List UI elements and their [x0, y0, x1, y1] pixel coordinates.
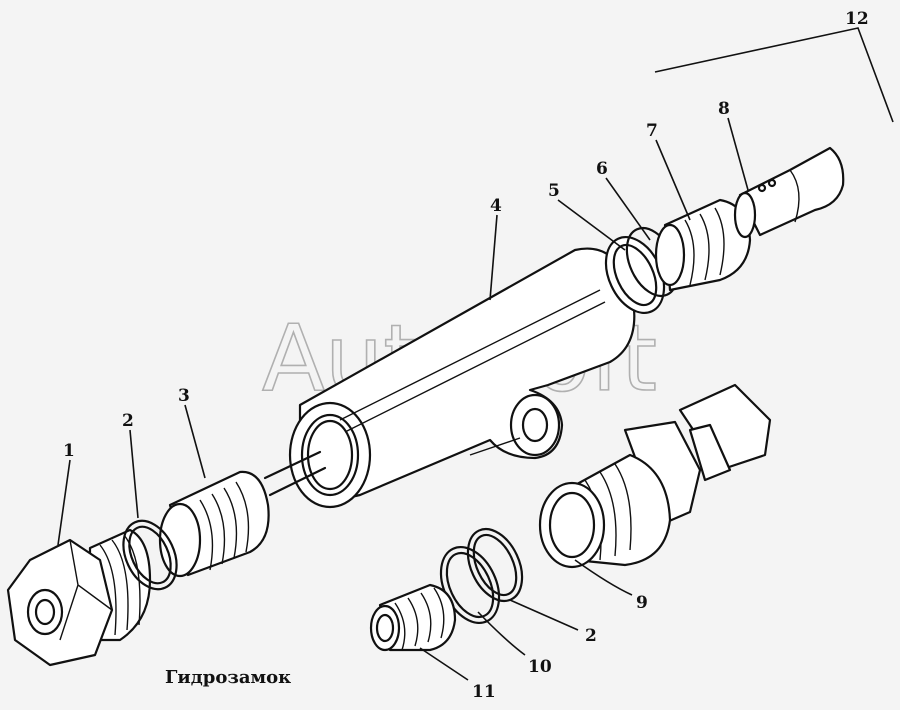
- diagram-caption: Гидрозамок: [165, 667, 291, 688]
- callout-8: 8: [718, 99, 730, 119]
- callout-4: 4: [490, 196, 502, 216]
- part-7-valve: [654, 198, 752, 292]
- callout-7: 7: [646, 121, 658, 141]
- callout-3: 3: [178, 386, 190, 406]
- callout-2-lower: 2: [585, 626, 597, 646]
- part-2-o-ring-left: [122, 519, 178, 591]
- callout-11: 11: [472, 682, 496, 702]
- callout-12: 12: [845, 9, 869, 29]
- part-1-union-nut: [6, 528, 152, 667]
- part-9-fitting: [538, 383, 772, 569]
- part-2-o-ring-lower: [466, 527, 524, 603]
- callout-9: 9: [636, 593, 648, 613]
- part-8-pusher: [733, 146, 845, 239]
- callout-6: 6: [596, 159, 608, 179]
- callout-1: 1: [63, 441, 75, 461]
- part-11-spring: [369, 583, 457, 652]
- callout-10: 10: [528, 657, 552, 677]
- part-4-housing: [288, 247, 636, 509]
- callout-5: 5: [548, 181, 560, 201]
- callout-2-left: 2: [122, 411, 134, 431]
